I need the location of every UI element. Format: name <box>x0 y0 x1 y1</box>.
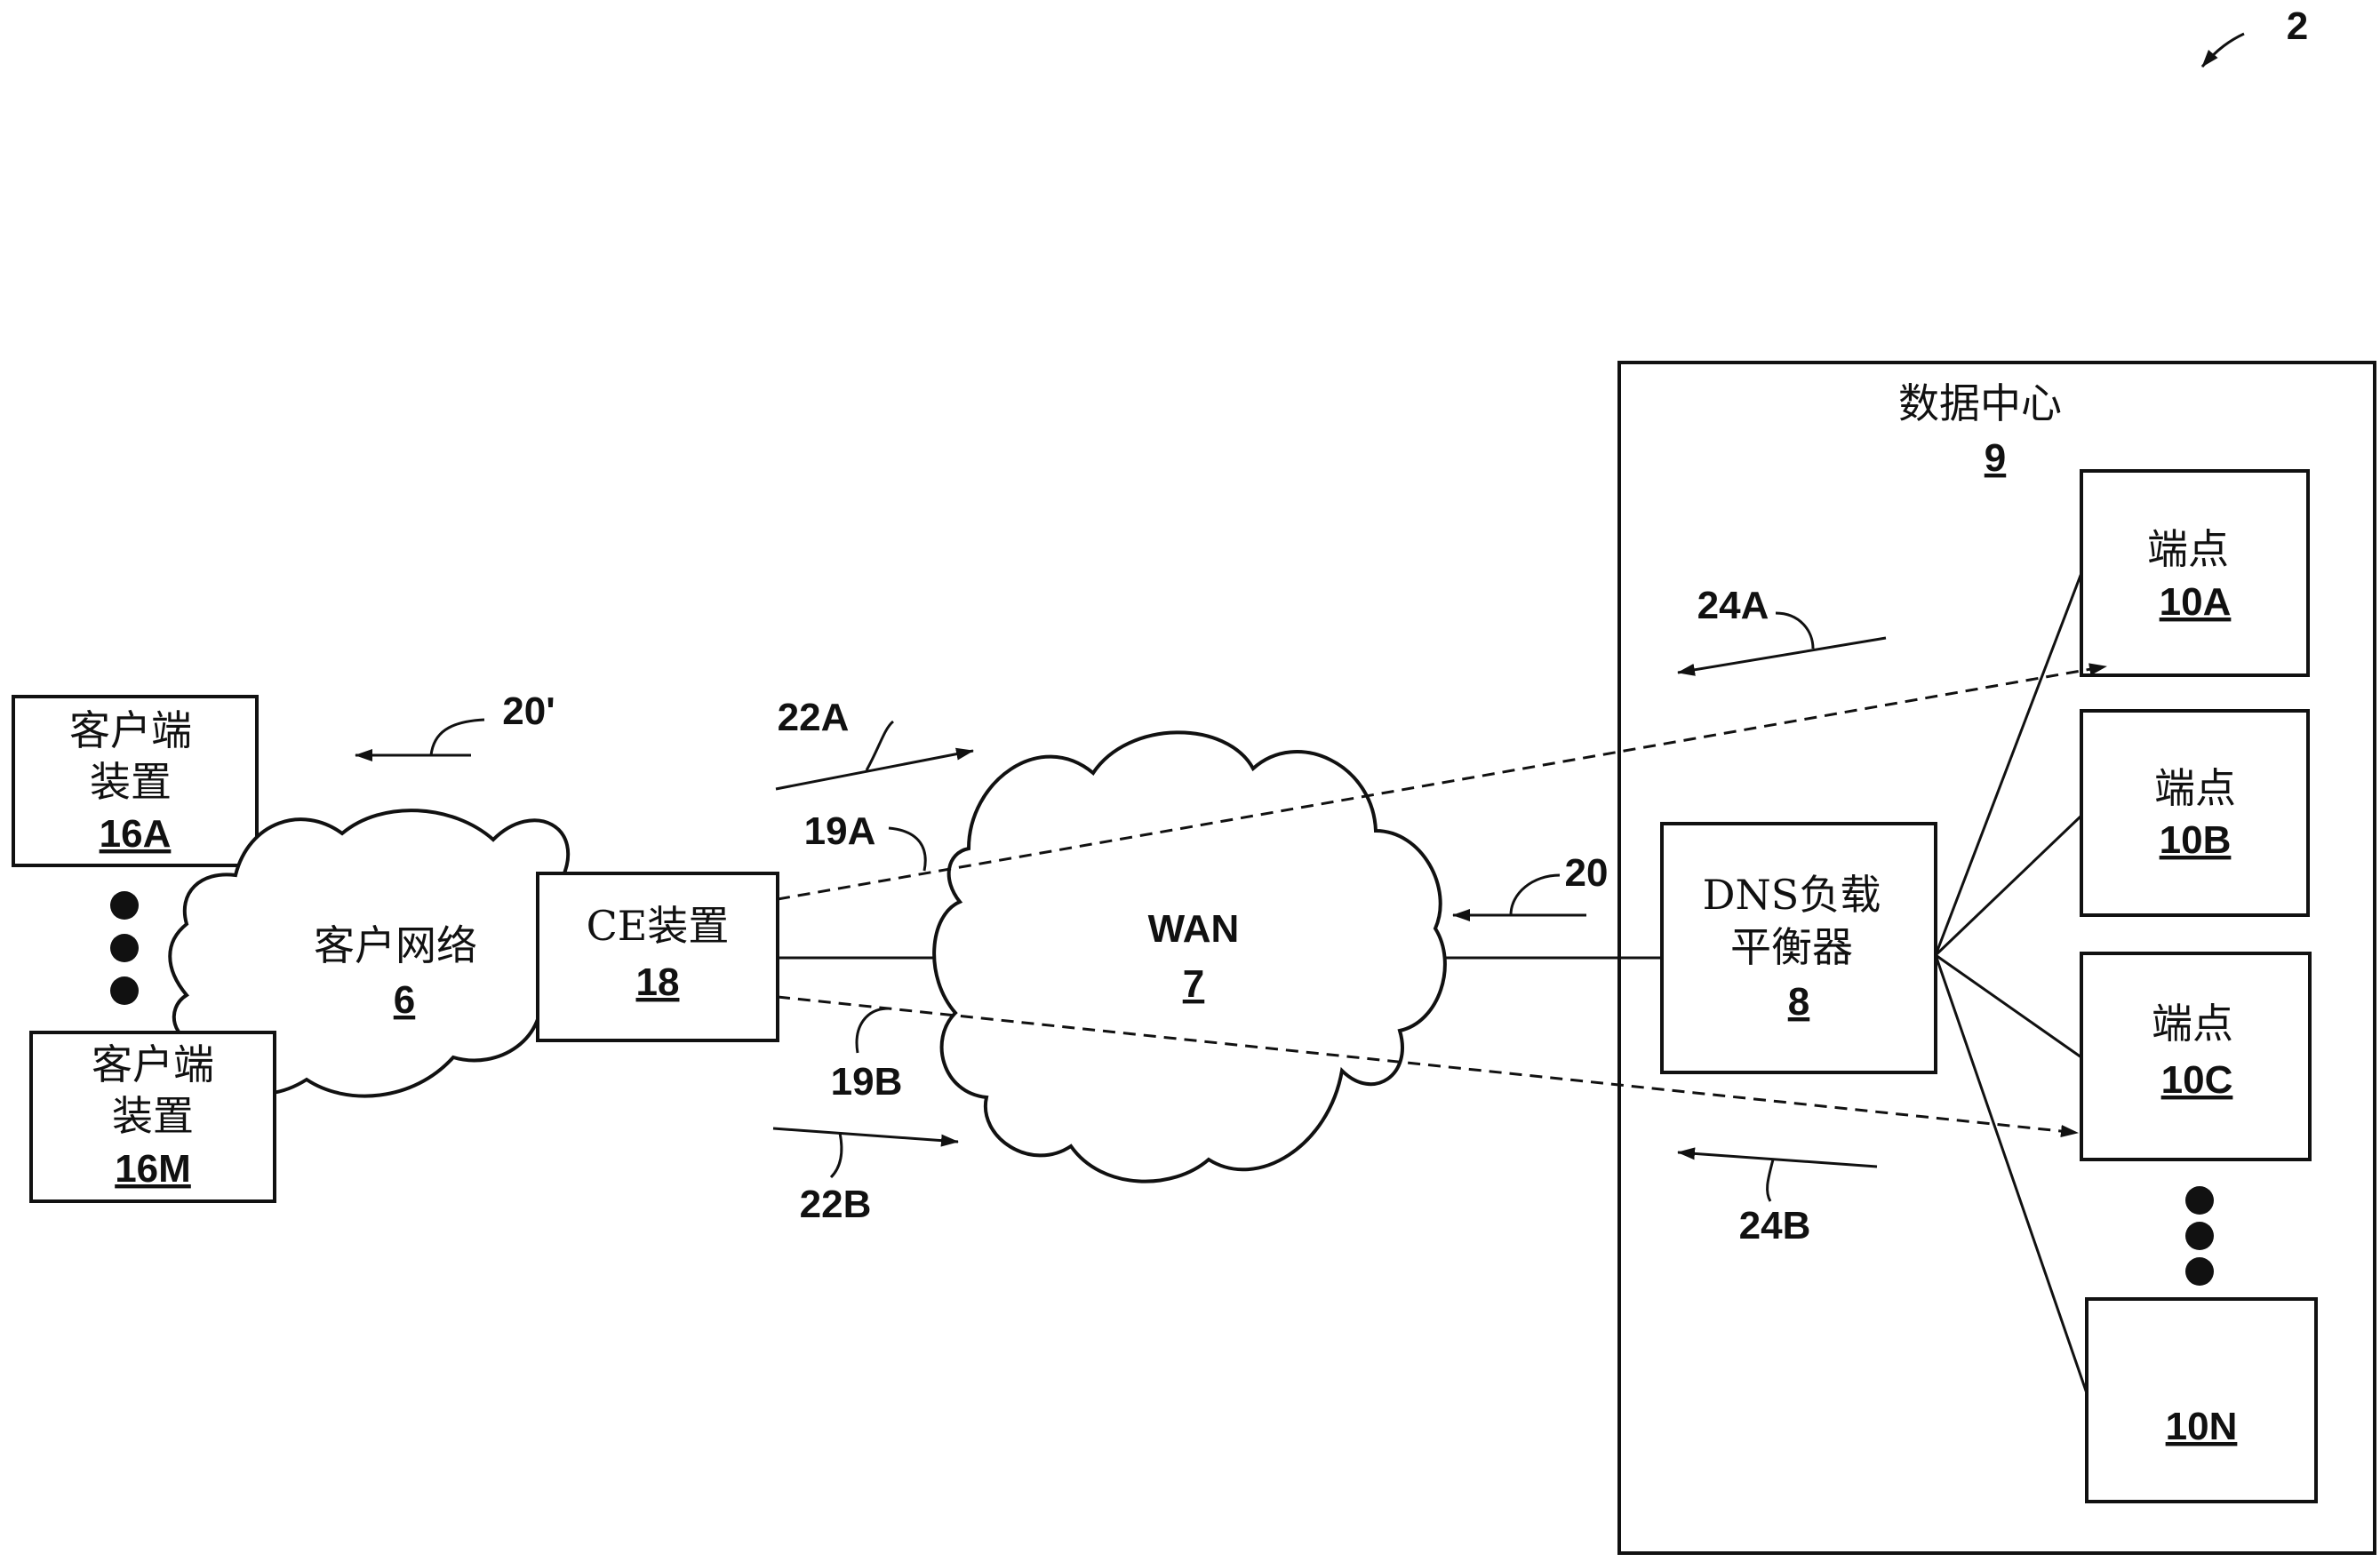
dns-load-balancer-line2: 平衡器 <box>1730 923 1853 971</box>
ce-device-label: CE装置 <box>587 902 730 950</box>
client-device-16m-line1: 客户端 <box>92 1040 214 1088</box>
figure-reference: 2 <box>2200 4 2308 68</box>
customer-network-cloud <box>168 809 581 1098</box>
dns-endpoint-links <box>1934 572 2088 1394</box>
label-20-prime: 20' <box>502 689 555 733</box>
client-device-16a-ref: 16A <box>100 812 172 856</box>
callout-19a: 19A <box>804 809 927 872</box>
endpoint-10a-ref: 10A <box>2160 580 2232 624</box>
label-19b: 19B <box>831 1060 903 1104</box>
label-19a: 19A <box>804 809 876 853</box>
endpoint-10n-ref: 10N <box>2166 1405 2238 1448</box>
figure-number: 2 <box>2287 4 2308 48</box>
client-device-16a-line2: 装置 <box>90 758 172 806</box>
customer-network-label: 客户网络 <box>314 921 477 969</box>
label-22a: 22A <box>778 696 850 739</box>
endpoint-10a-box <box>2080 469 2310 677</box>
arrow-22a: 22A <box>775 696 974 791</box>
arrow-20-prime: 20' <box>355 689 555 761</box>
tunnel-19b <box>777 995 2079 1137</box>
data-center-title: 数据中心 <box>1898 379 2062 427</box>
wan-ref: 7 <box>1183 962 1204 1006</box>
customer-network-ref: 6 <box>394 978 415 1022</box>
dns-load-balancer-ref: 8 <box>1788 980 1809 1024</box>
endpoint-ellipsis <box>2185 1186 2214 1286</box>
client-device-16a <box>12 695 259 867</box>
endpoint-10b-ref: 10B <box>2160 818 2232 862</box>
client-device-16m-ref: 16M <box>115 1147 191 1191</box>
dns-load-balancer-line1: DNS负载 <box>1703 871 1881 919</box>
label-20: 20 <box>1565 851 1609 895</box>
client-device-16m-line2: 装置 <box>112 1092 194 1140</box>
label-22b: 22B <box>800 1183 872 1226</box>
ce-device-ref: 18 <box>636 960 680 1004</box>
label-24b: 24B <box>1739 1204 1811 1247</box>
arrow-24a: 24A <box>1677 584 1887 676</box>
client-device-16a-line1: 客户端 <box>69 706 192 754</box>
ce-device-box <box>536 872 779 1042</box>
endpoint-10b-label: 端点 <box>2154 764 2236 812</box>
endpoint-10c-ref: 10C <box>2161 1058 2233 1102</box>
endpoint-10n-box <box>2085 1297 2318 1503</box>
endpoint-10c-label: 端点 <box>2152 1000 2233 1048</box>
arrow-20: 20 <box>1452 851 1609 921</box>
callout-19b: 19B <box>831 1007 903 1104</box>
dns-load-balancer-box <box>1660 822 1937 1074</box>
client-ellipsis <box>110 891 139 1005</box>
wan-cloud <box>932 730 1447 1183</box>
client-device-16m <box>29 1031 276 1203</box>
arrow-24b: 24B <box>1677 1147 1878 1247</box>
endpoint-10a-label: 端点 <box>2147 525 2229 573</box>
data-center-ref: 9 <box>1985 436 2006 480</box>
endpoint-10b-box <box>2080 709 2310 917</box>
endpoint-10c-box <box>2080 952 2312 1161</box>
label-24a: 24A <box>1697 584 1769 627</box>
wan-label: WAN <box>1148 907 1240 951</box>
arrow-22b: 22B <box>772 1127 959 1226</box>
